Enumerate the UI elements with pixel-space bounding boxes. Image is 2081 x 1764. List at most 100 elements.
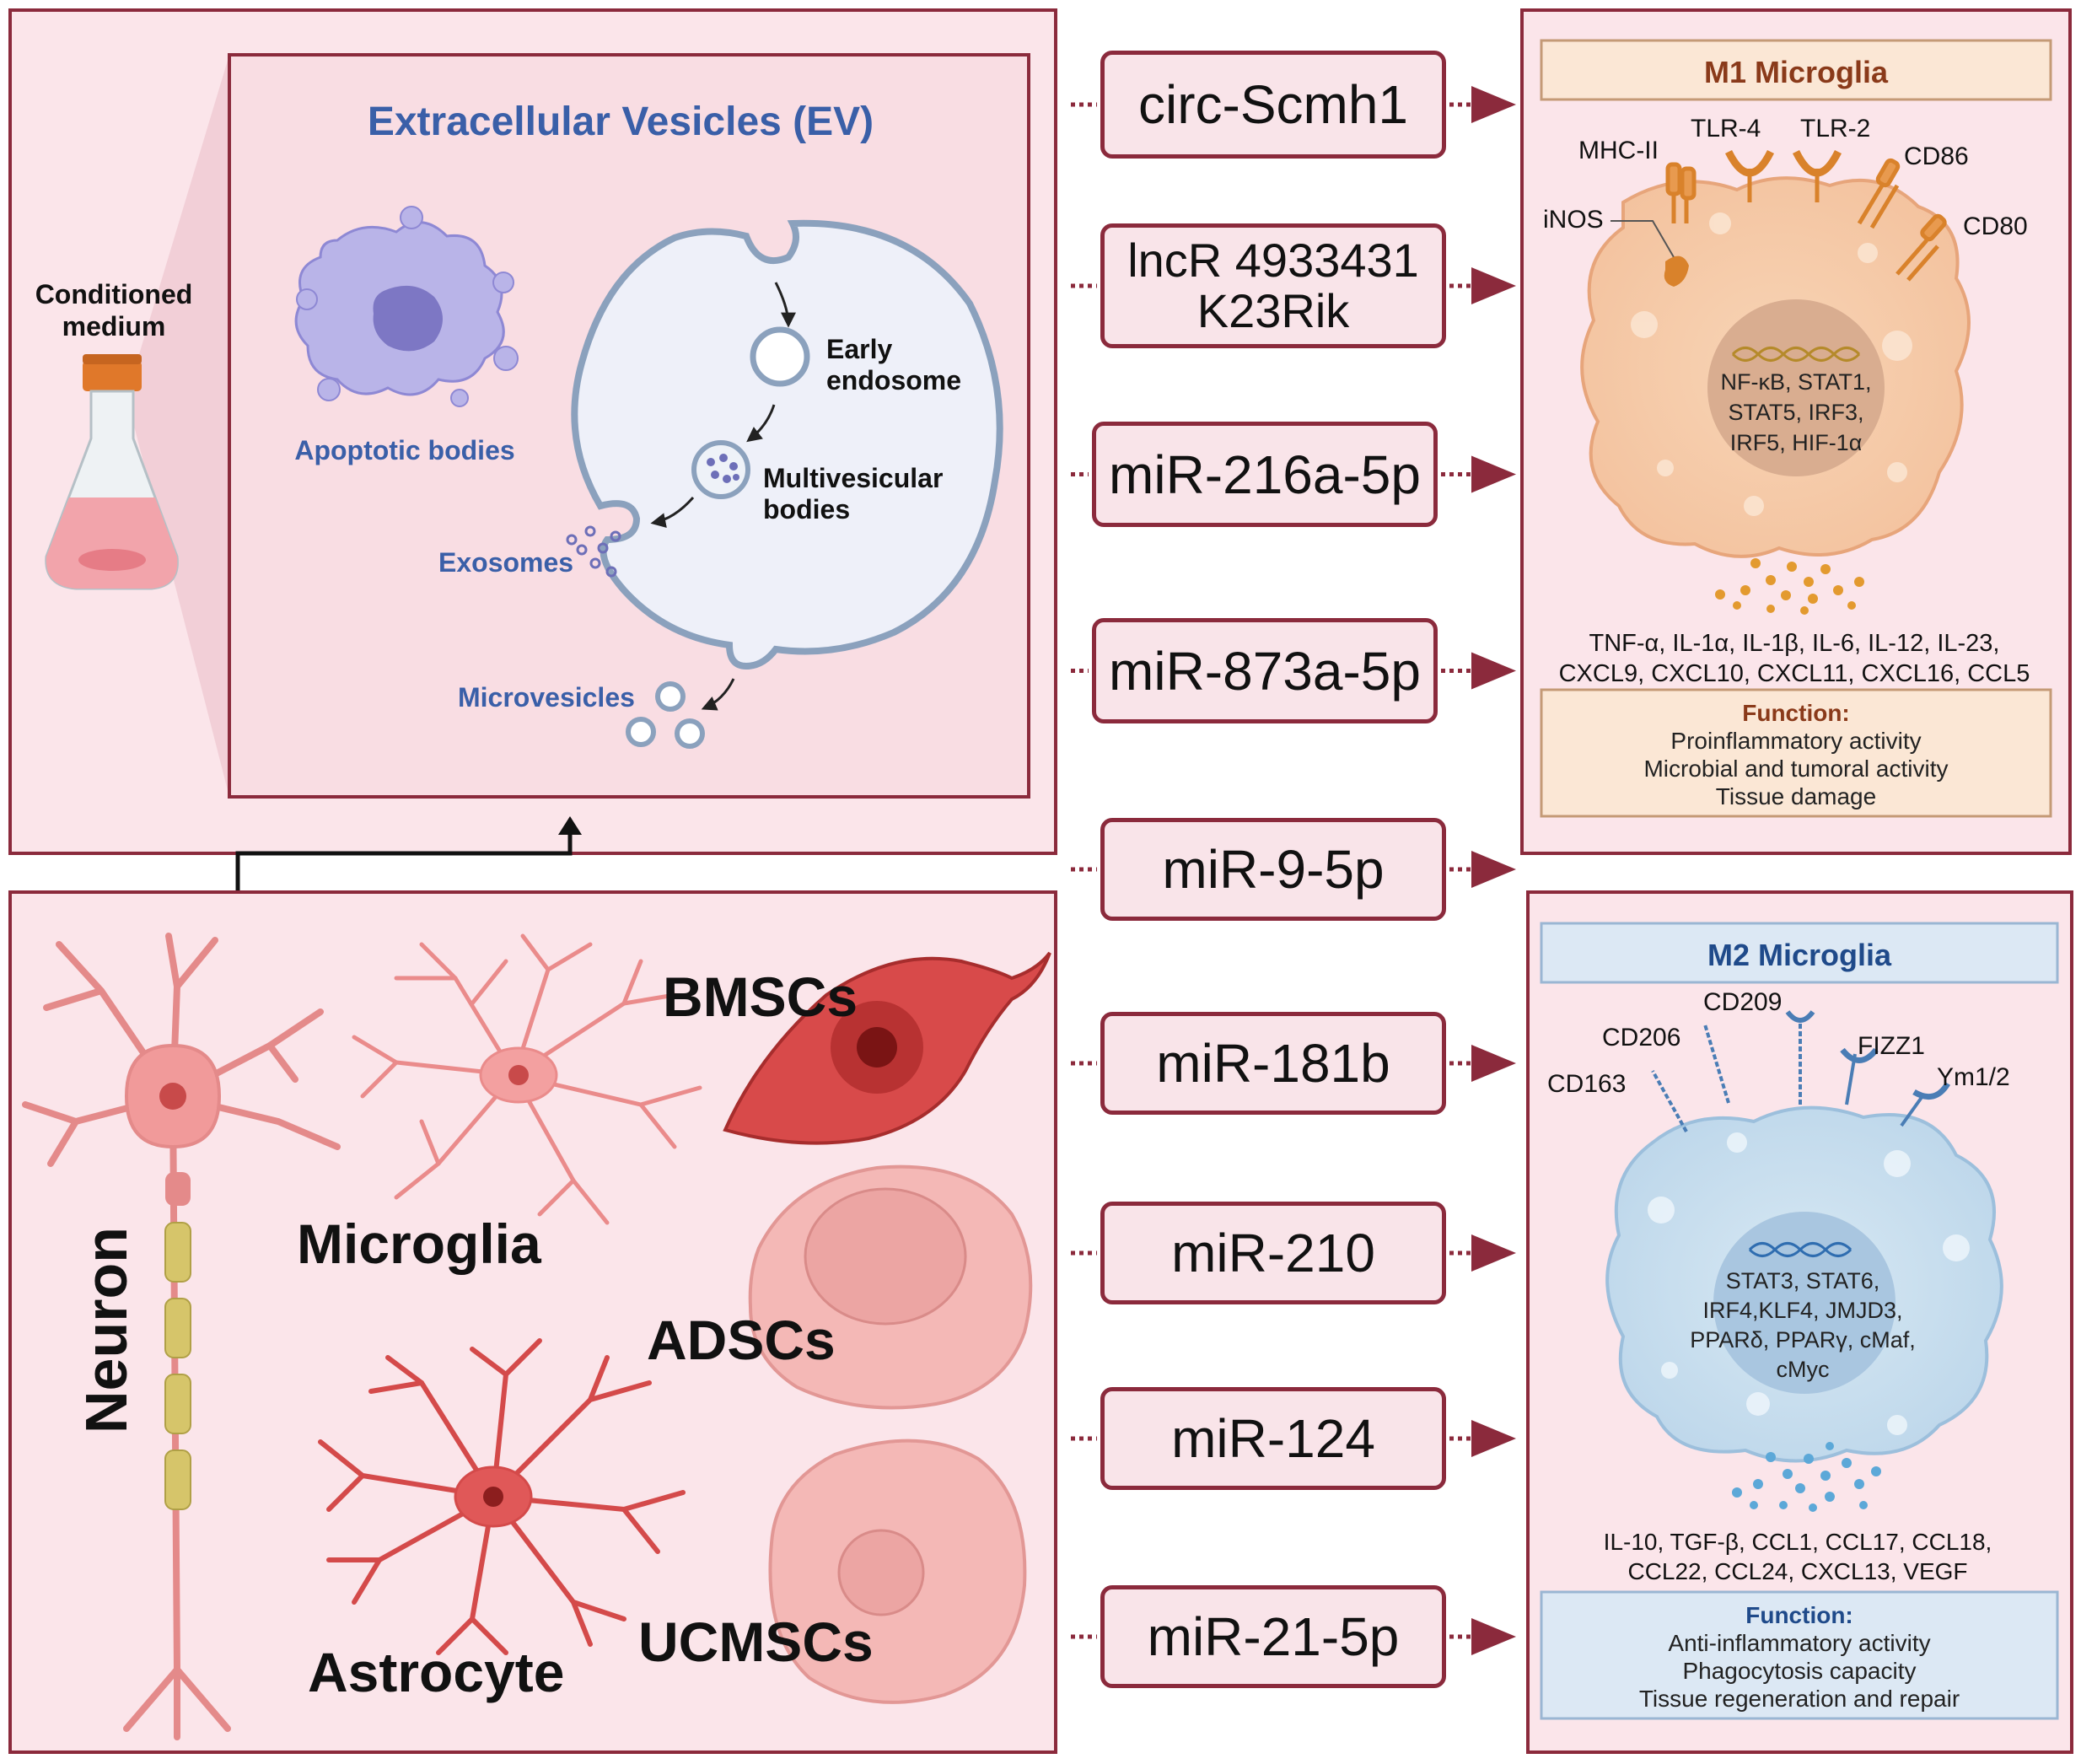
mirna-label-line1: circ-Scmh1 bbox=[1137, 74, 1409, 135]
m1-tlr2-label: TLR-2 bbox=[1800, 115, 1870, 143]
mirna-label-line1: miR-21-5p bbox=[1147, 1606, 1400, 1667]
m1-inos-label: iNOS bbox=[1543, 206, 1604, 234]
mvb-line1: Multivesicular bbox=[763, 463, 943, 493]
m1-panel: M1 Microglia MHC-II TLR-4 TLR-2 CD86 iNO… bbox=[1520, 8, 2072, 855]
microglia-icon bbox=[352, 933, 702, 1225]
connector-arrowhead bbox=[1471, 86, 1516, 123]
connector-arrowhead bbox=[1471, 1420, 1516, 1457]
ucmsc-icon bbox=[768, 1439, 1027, 1704]
cells-panel: Neuron Microglia Astrocyte bbox=[8, 890, 1057, 1754]
m2-function-title: Function: bbox=[1745, 1602, 1853, 1628]
medium-label-line1: Conditioned bbox=[35, 279, 193, 309]
m1-dna-icon bbox=[1731, 347, 1861, 362]
adsc-icon bbox=[748, 1164, 1033, 1410]
medium-label-line2: medium bbox=[62, 311, 166, 342]
ev-cell-membrane bbox=[571, 219, 1003, 670]
ev-title: Extracellular Vesicles (EV) bbox=[368, 99, 874, 144]
bmsc-icon bbox=[723, 951, 1051, 1145]
microvesicle-icon bbox=[626, 681, 705, 749]
m2-function-line: Phagocytosis capacity bbox=[1682, 1658, 1916, 1684]
mirna-box: circ-Scmh1 bbox=[1100, 51, 1446, 159]
m2-cd209-label: CD209 bbox=[1703, 988, 1782, 1016]
flask-icon bbox=[45, 354, 179, 590]
apoptotic-label: Apoptotic bodies bbox=[294, 435, 514, 465]
m1-tlr4-label: TLR-4 bbox=[1691, 115, 1761, 143]
early-endosome-line1: Early bbox=[826, 334, 892, 364]
connector-arrowhead bbox=[1471, 1045, 1516, 1082]
mirna-label-line2: K23Rik bbox=[1196, 284, 1350, 337]
m2-secretion-icon bbox=[1732, 1442, 1881, 1512]
m1-nucleus-line: NF-κB, STAT1, bbox=[1720, 369, 1871, 395]
m2-title: M2 Microglia bbox=[1707, 938, 1892, 972]
m1-nucleus-text: NF-κB, STAT1, STAT5, IRF3, IRF5, HIF-1α bbox=[1720, 369, 1871, 455]
inos-pointer bbox=[1610, 220, 1675, 258]
ucmscs-label: UCMSCs bbox=[638, 1611, 874, 1673]
m2-receptor-icons bbox=[1651, 1010, 1951, 1132]
m1-cd86-label: CD86 bbox=[1904, 143, 1969, 170]
adscs-label: ADSCs bbox=[647, 1309, 836, 1371]
apoptotic-body-icon bbox=[294, 206, 519, 407]
mirna-box: miR-873a-5p bbox=[1092, 618, 1438, 723]
mirna-connectors bbox=[1071, 86, 1516, 1655]
mirna-label-line1: miR-216a-5p bbox=[1109, 444, 1421, 505]
m1-function-title: Function: bbox=[1742, 700, 1850, 726]
connector-arrowhead bbox=[1471, 455, 1516, 493]
m1-mhc-label: MHC-II bbox=[1578, 137, 1659, 164]
m2-function-line: Anti-inflammatory activity bbox=[1668, 1630, 1930, 1656]
mirna-label-line1: miR-873a-5p bbox=[1109, 640, 1421, 702]
m2-nucleus-line: STAT3, STAT6, bbox=[1726, 1268, 1880, 1293]
m2-nucleus-line: cMyc bbox=[1777, 1357, 1830, 1382]
m2-nucleus-line: IRF4,KLF4, JMJD3, bbox=[1702, 1298, 1902, 1323]
mirna-label-line1: miR-210 bbox=[1171, 1223, 1375, 1283]
cells-to-ev-arrow bbox=[235, 831, 573, 892]
mirna-box: miR-181b bbox=[1100, 1012, 1446, 1115]
mirna-box: miR-124 bbox=[1100, 1387, 1446, 1490]
m2-function-line: Tissue regeneration and repair bbox=[1639, 1686, 1960, 1712]
m2-nucleus-text: STAT3, STAT6, IRF4,KLF4, JMJD3, PPARδ, PPA… bbox=[1690, 1268, 1916, 1382]
m2-nucleus-line: PPARδ, PPARγ, cMaf, bbox=[1690, 1327, 1916, 1353]
m2-cd163-label: CD163 bbox=[1547, 1070, 1626, 1098]
m1-function-line: Tissue damage bbox=[1716, 783, 1876, 809]
exosome-icon bbox=[566, 525, 621, 578]
m1-secretion-icon bbox=[1715, 558, 1864, 615]
m1-cytokine-line: TNF-α, IL-1α, IL-1β, IL-6, IL-12, IL-23, bbox=[1589, 630, 2000, 657]
mirna-label-line1: miR-9-5p bbox=[1162, 839, 1385, 900]
m2-ym-label: Ym1/2 bbox=[1937, 1063, 2010, 1091]
mvb-line2: bodies bbox=[763, 494, 850, 524]
mirna-box: miR-216a-5p bbox=[1092, 422, 1438, 527]
m2-cytokine-line: IL-10, TGF-β, CCL1, CCL17, CCL18, bbox=[1604, 1529, 1992, 1555]
mirna-box: miR-21-5p bbox=[1100, 1585, 1446, 1688]
exosomes-label: Exosomes bbox=[438, 547, 573, 578]
m1-function-line: Microbial and tumoral activity bbox=[1643, 756, 1948, 782]
connector-arrowhead bbox=[1471, 1618, 1516, 1655]
neuron-label: Neuron bbox=[73, 1227, 139, 1433]
m2-cytokine-line: CCL22, CCL24, CXCL13, VEGF bbox=[1627, 1558, 1967, 1584]
m1-cytokine-line: CXCL9, CXCL10, CXCL11, CXCL16, CCL5 bbox=[1559, 660, 2030, 687]
early-endosome-line2: endosome bbox=[826, 365, 961, 395]
m1-title: M1 Microglia bbox=[1704, 55, 1889, 89]
m2-cytokine-text: IL-10, TGF-β, CCL1, CCL17, CCL18, CCL22, … bbox=[1604, 1529, 1992, 1584]
microglia-label: Microglia bbox=[297, 1213, 542, 1275]
m2-fizz1-label: FIZZ1 bbox=[1858, 1032, 1925, 1060]
connector-arrowhead bbox=[1471, 851, 1516, 888]
m2-panel: M2 Microglia CD209 CD206 FIZZ1 CD163 Ym1… bbox=[1526, 890, 2073, 1754]
m1-nucleus-line: STAT5, IRF3, bbox=[1728, 400, 1863, 425]
bmscs-label: BMSCs bbox=[663, 965, 858, 1028]
m1-function-line: Proinflammatory activity bbox=[1670, 728, 1921, 754]
m1-nucleus-line: IRF5, HIF-1α bbox=[1730, 430, 1863, 455]
mirna-label-line1: lncR 4933431 bbox=[1127, 233, 1419, 287]
connector-arrowhead bbox=[1471, 652, 1516, 690]
mirna-box: miR-9-5p bbox=[1100, 818, 1446, 921]
mirna-box: miR-210 bbox=[1100, 1202, 1446, 1304]
astrocyte-icon bbox=[318, 1338, 686, 1655]
connector-arrowhead bbox=[1471, 267, 1516, 304]
microvesicles-label: Microvesicles bbox=[458, 682, 635, 713]
ev-panel: Conditioned medium Extracellular Vesicle… bbox=[8, 8, 1057, 855]
mirna-label-line1: miR-181b bbox=[1156, 1033, 1390, 1094]
m1-receptor-icons bbox=[1665, 149, 1947, 282]
astrocyte-label: Astrocyte bbox=[308, 1641, 564, 1703]
m2-cd206-label: CD206 bbox=[1602, 1024, 1680, 1051]
